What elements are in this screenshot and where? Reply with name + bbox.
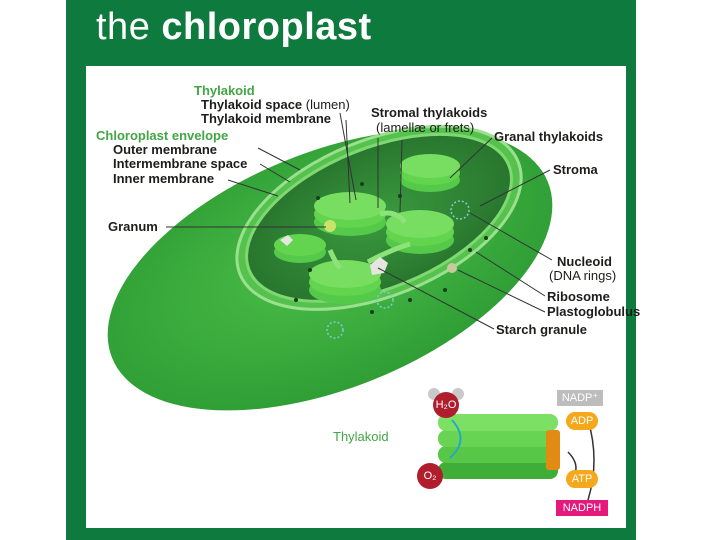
lumen-text: (lumen) <box>305 97 350 112</box>
granum-label: Granum <box>108 219 158 234</box>
stromal-thylakoid <box>327 249 342 270</box>
inner-membrane-label: Inner membrane <box>113 171 215 186</box>
thylakoid-membrane-label: Thylakoid membrane <box>201 111 332 126</box>
nucleoid <box>450 200 470 220</box>
thylakoid-heading-label: Thylakoid <box>194 83 255 98</box>
ribosome-label: Ribosome <box>547 289 610 304</box>
adp-badge: ADP <box>566 412 598 430</box>
stroma-label: Stroma <box>553 162 598 177</box>
leader-lines <box>166 112 553 330</box>
atp-badge: ATP <box>566 470 598 488</box>
stromal-thylakoid <box>366 241 411 265</box>
dna-rings-label: (DNA rings) <box>549 268 617 283</box>
nadp-plus-badge: NADP⁺ <box>557 390 603 406</box>
chloroplast-envelope-heading-label: Chloroplast envelope <box>96 128 229 143</box>
granum-stack-5 <box>274 234 326 263</box>
o2-molecule <box>417 463 443 489</box>
granal-thylakoids-label: Granal thylakoids <box>494 129 604 144</box>
intermembrane-space-label: Intermembrane space <box>113 156 248 171</box>
stromal-thylakoids-label: Stromal thylakoids <box>371 105 488 120</box>
h2o-molecule <box>428 388 464 418</box>
lamellae-label: (lamellæ or frets) <box>376 120 475 135</box>
plastoglobulus <box>447 263 457 273</box>
slide-title: the chloroplast <box>96 6 372 49</box>
nucleoid <box>376 291 394 309</box>
starch-granule <box>280 235 293 246</box>
title-prefix: the <box>96 6 151 48</box>
thylakoid-space-text: Thylakoid space <box>201 97 303 112</box>
stromal-thylakoid <box>379 210 407 224</box>
atp-synthase <box>546 430 560 470</box>
thylakoid-stack <box>438 414 558 479</box>
thylakoid-space-label: Thylakoid space (lumen) <box>201 98 350 112</box>
title-main: chloroplast <box>161 6 372 48</box>
nadph-badge: NADPH <box>556 500 608 516</box>
h2o-label: H₂O <box>435 399 457 411</box>
plastoglobulus-label: Plastoglobulus <box>547 304 641 319</box>
nucleoid <box>326 321 344 339</box>
starch-granule-label: Starch granule <box>496 322 588 337</box>
plastoglobulus <box>324 220 336 232</box>
ribosomes <box>294 182 488 314</box>
granum-stack-3 <box>400 154 460 192</box>
electron-flow-arrow <box>449 419 462 459</box>
outer-membrane-label: Outer membrane <box>113 142 218 157</box>
nadph-arrow <box>587 419 595 501</box>
granum-stack-1 <box>314 192 386 236</box>
o2-label: O₂ <box>423 470 437 482</box>
nucleoid-label: Nucleoid <box>557 254 612 269</box>
granum-stack-4 <box>309 260 381 304</box>
inset-thylakoid-label: Thylakoid <box>333 429 389 444</box>
